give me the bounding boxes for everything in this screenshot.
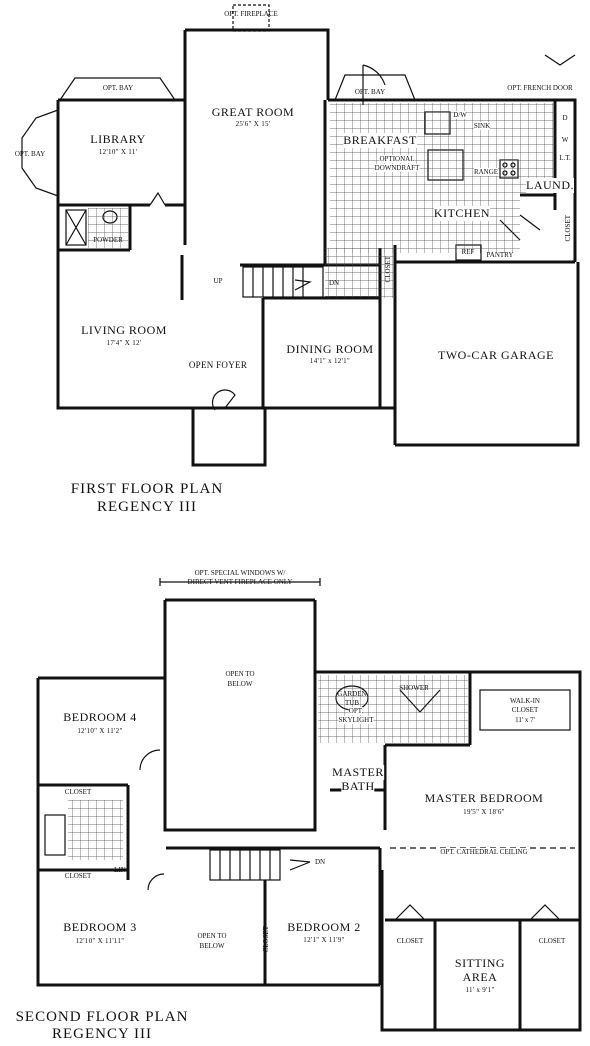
open-to-below-mid-label: OPEN TO [197, 932, 227, 940]
bedroom2-dim: 12'1" X 11'9" [303, 936, 345, 944]
opt-label: OPT. [348, 707, 364, 715]
laundry-closet-label: CLOSET [564, 215, 572, 242]
sitting-label: SITTING [454, 956, 506, 970]
downdraft-label: DOWNDRAFT [374, 164, 420, 172]
opt-windows-label: OPT. SPECIAL WINDOWS W/ [194, 569, 286, 577]
linen-label: LIN [114, 866, 126, 874]
bedroom4-dim: 12'10" X 11'2" [77, 727, 123, 735]
walk-in-closet-label: CLOSET [511, 706, 539, 714]
opt-french-door-label: OPT. FRENCH DOOR [507, 84, 573, 92]
sitting-closet-right-label: CLOSET [538, 937, 566, 945]
living-room-label: LIVING ROOM [81, 323, 167, 337]
garden-label: GARDEN [337, 690, 367, 698]
stair-up-label: UP [213, 277, 223, 285]
bedroom3-closet-label: CLOSET [64, 872, 92, 880]
optional-label: OPTIONAL [379, 155, 415, 163]
master-bedroom-dim: 19'5" X 18'6" [463, 808, 505, 816]
skylight-label: SKYLIGHT [338, 716, 374, 724]
dining-room-dim: 14'1" x 12'1" [309, 357, 351, 365]
opt-cathedral-label: OPT. CATHEDRAL CEILING [440, 848, 528, 856]
sink-label: SINK [473, 122, 491, 130]
walk-in-dim: 11' x 7' [515, 716, 535, 724]
dw-label: D/W [453, 111, 467, 119]
opt-bay-side-label: OPT. BAY [14, 150, 46, 158]
garage-label: TWO-CAR GARAGE [438, 348, 554, 362]
bedroom3-dim: 12'10" X 11'11" [75, 937, 125, 945]
sitting-closet-left-label: CLOSET [396, 937, 424, 945]
first-floor-caption-model: REGENCY III [96, 499, 198, 515]
shower-label: SHOWER [399, 684, 429, 692]
library-label: LIBRARY [90, 132, 146, 146]
open-to-below-top-label-2: BELOW [227, 680, 253, 688]
bedroom4-closet-label: CLOSET [64, 788, 92, 796]
open-to-below-top-label: OPEN TO [225, 670, 255, 678]
bath-label: BATH [341, 779, 375, 794]
bedroom3-label: BEDROOM 3 [63, 920, 137, 934]
tub-label: TUB [345, 699, 359, 707]
area-label: AREA [462, 970, 498, 984]
great-room-dim: 25'6" X 15' [235, 120, 271, 128]
master-bedroom-label: MASTER BEDROOM [424, 791, 544, 805]
stair-closet-label: CLOSET [384, 256, 392, 283]
walk-in-label: WALK-IN [510, 697, 540, 705]
first-floor-caption: FIRST FLOOR PLAN [70, 481, 224, 497]
open-to-below-mid-label-2: BELOW [199, 942, 225, 950]
bedroom2-label: BEDROOM 2 [287, 920, 361, 934]
opt-fireplace-label: OPT. FIREPLACE [224, 10, 278, 18]
powder-label: POWDER [93, 236, 123, 244]
stair-dn-label: DN [328, 279, 340, 287]
dryer-label: D [562, 114, 568, 122]
second-floor-caption-model: REGENCY III [51, 1026, 153, 1042]
breakfast-label: BREAKFAST [343, 133, 417, 148]
living-room-dim: 17'4" X 12' [106, 339, 142, 347]
sitting-dim: 11' x 9'1" [465, 986, 495, 994]
laundry-tub-label: L.T. [559, 154, 571, 162]
opt-bay-top-label: OPT. BAY [102, 84, 134, 92]
bedroom4-label: BEDROOM 4 [63, 710, 137, 724]
open-foyer-label: OPEN FOYER [188, 360, 248, 370]
opt-bay-right-label: OPT. BAY [354, 88, 386, 96]
stair-dn-label-2: DN [314, 858, 326, 866]
direct-vent-label: DIRECT VENT FIREPLACE ONLY [187, 578, 293, 586]
first-floor-tiles [88, 103, 555, 298]
laundry-label: LAUND. [526, 178, 574, 193]
kitchen-label: KITCHEN [433, 206, 491, 221]
second-floor-caption: SECOND FLOOR PLAN [15, 1009, 189, 1025]
range-label: RANGE [473, 168, 499, 176]
ref-label: REF [461, 248, 475, 256]
master-label: MASTER [332, 765, 384, 780]
bedroom2-closet-label: CLOSET [262, 926, 270, 953]
library-dim: 12'10" X 11' [98, 148, 138, 156]
second-floor-tiles [68, 675, 468, 860]
pantry-label: PANTRY [486, 251, 514, 259]
dining-room-label: DINING ROOM [286, 342, 374, 356]
great-room-label: GREAT ROOM [211, 105, 295, 119]
washer-label: W [561, 136, 569, 144]
